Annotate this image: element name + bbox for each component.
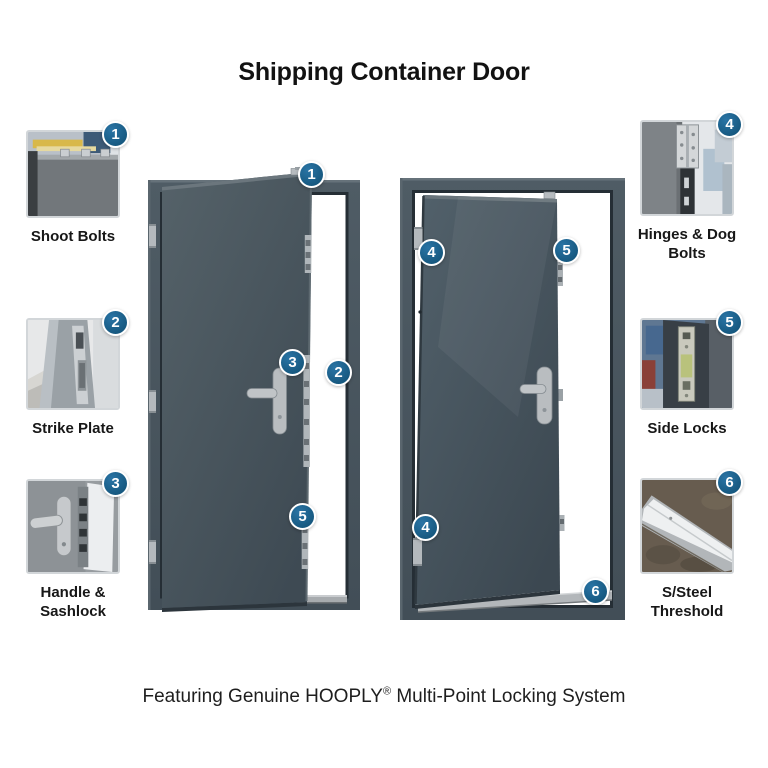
strike-plate-photo: 2 — [26, 309, 129, 410]
right-door-shoot-bolt — [543, 191, 556, 199]
feature-shoot-bolts: 1 Shoot Bolts — [26, 121, 129, 246]
footer-text-prefix: Featuring Genuine HOOPLY — [142, 686, 383, 707]
feature-label: Strike Plate — [32, 420, 114, 437]
feature-badge: 1 — [102, 121, 129, 148]
callout-hinges-top: 4 — [418, 239, 445, 266]
callout-handle-sashlock: 3 — [279, 349, 306, 376]
callout-strike-plate: 2 — [325, 359, 352, 386]
feature-badge: 3 — [102, 470, 129, 497]
right-door-panel — [415, 195, 560, 605]
feature-label: Handle & Sashlock — [40, 584, 106, 620]
feature-label: Side Locks — [647, 420, 727, 437]
hinges-dog-bolts-photo: 4 — [640, 111, 743, 216]
shoot-bolts-photo: 1 — [26, 121, 129, 218]
feature-side-locks: 5 Side Locks — [640, 309, 743, 438]
footer-text-suffix: Multi-Point Locking System — [391, 686, 626, 707]
feature-strike-plate: 2 Strike Plate — [26, 309, 129, 438]
right-door-handle — [519, 366, 553, 425]
page-title: Shipping Container Door — [238, 58, 530, 86]
feature-badge: 5 — [716, 309, 743, 336]
left-door-illustration — [148, 167, 360, 612]
left-door-threshold — [292, 595, 347, 603]
feature-badge: 2 — [102, 309, 129, 336]
right-door-lock-strip — [557, 262, 565, 531]
callout-hinges-bottom: 4 — [412, 514, 439, 541]
handle-sashlock-illustration — [28, 481, 118, 572]
feature-badge: 6 — [716, 469, 743, 496]
callout-side-locks-right-door: 5 — [553, 237, 580, 264]
callout-threshold: 6 — [582, 578, 609, 605]
callout-side-locks-left-door: 5 — [289, 503, 316, 530]
feature-label: Shoot Bolts — [30, 228, 116, 245]
strike-plate-illustration — [28, 320, 118, 408]
feature-label: Hinges & Dog Bolts — [637, 226, 737, 262]
left-door-hinges — [149, 224, 156, 564]
left-door-lock-strip — [301, 235, 312, 569]
registered-trademark-symbol: ® — [382, 685, 392, 698]
left-door-panel — [162, 172, 312, 608]
feature-handle-sashlock: 3 Handle & Sashlock — [26, 470, 129, 621]
right-door-illustration — [400, 178, 625, 620]
steel-threshold-illustration — [642, 480, 732, 572]
hinges-dog-bolts-illustration — [642, 122, 732, 214]
shoot-bolts-illustration — [28, 132, 118, 216]
handle-sashlock-photo: 3 — [26, 470, 129, 574]
steel-threshold-photo: 6 — [640, 469, 743, 574]
feature-hinges-dog-bolts: 4 Hinges & Dog Bolts — [638, 111, 743, 263]
feature-steel-threshold: 6 S/Steel Threshold — [640, 469, 743, 621]
callout-shoot-bolts: 1 — [298, 161, 325, 188]
feature-badge: 4 — [716, 111, 743, 138]
side-locks-illustration — [642, 320, 732, 408]
footer-tagline: Featuring Genuine HOOPLY® Multi-Point Lo… — [0, 686, 768, 708]
left-door-handle — [246, 367, 287, 435]
feature-label: S/Steel Threshold — [650, 584, 724, 620]
side-locks-photo: 5 — [640, 309, 743, 410]
